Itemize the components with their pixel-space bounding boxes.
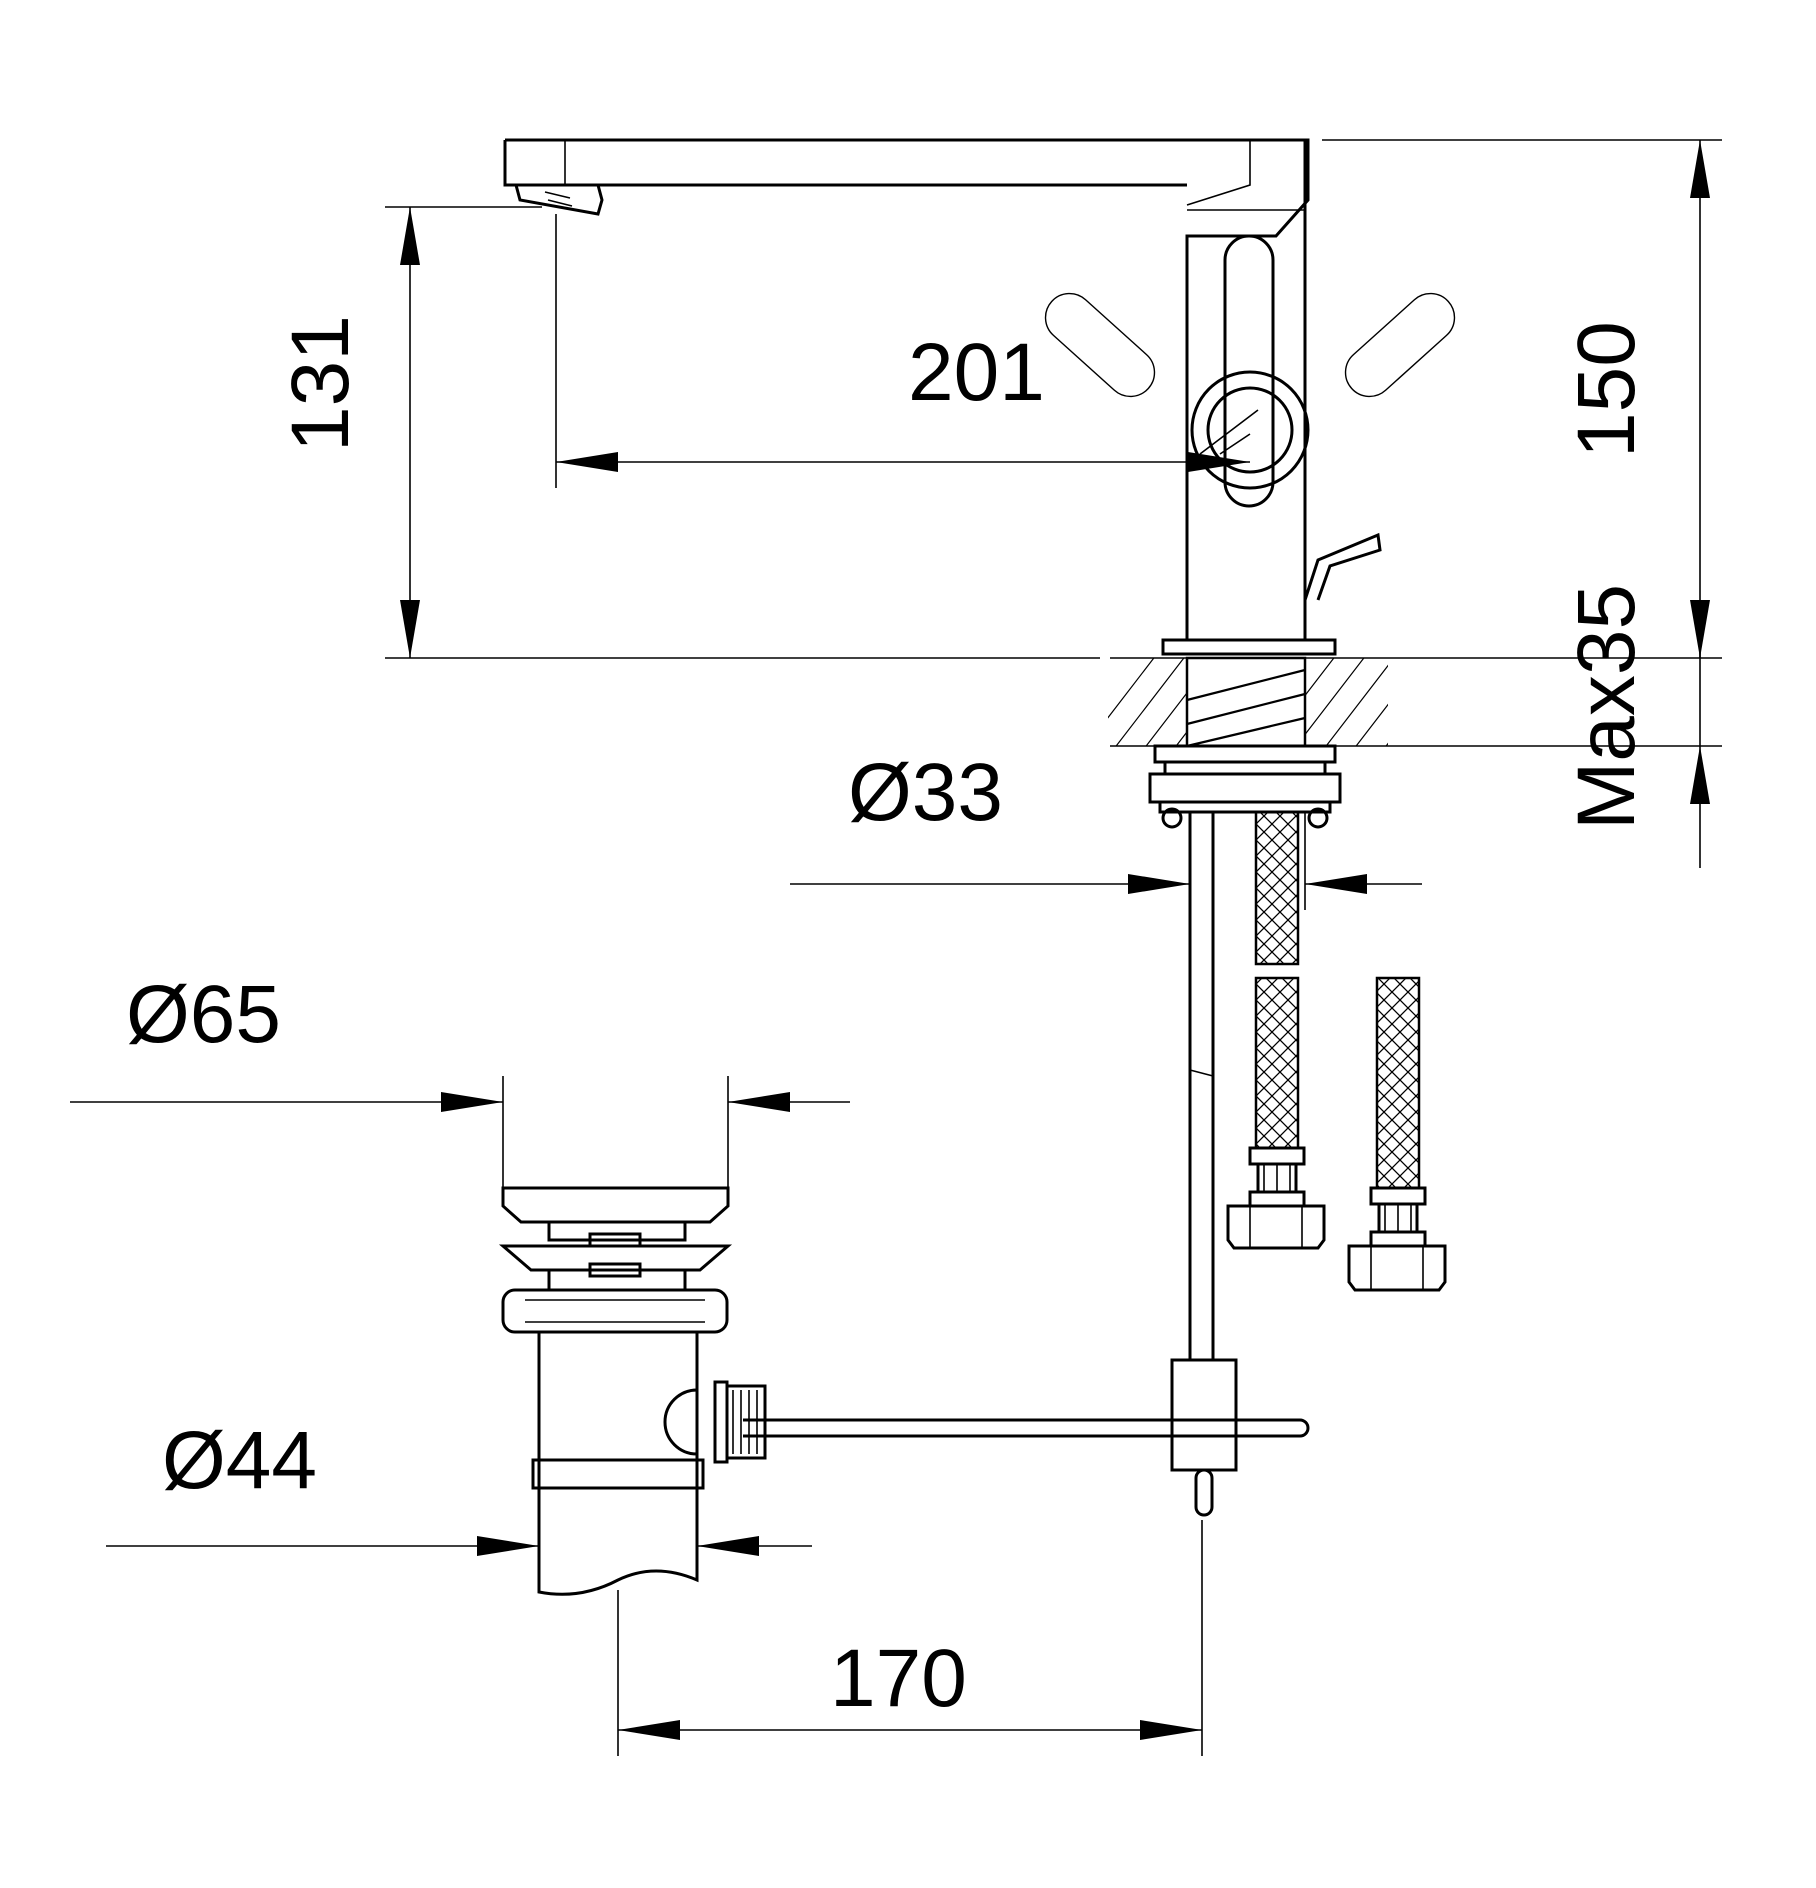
- spout-height-label: 131: [275, 315, 366, 452]
- faucet-body: [503, 138, 1456, 656]
- dimension-spout-height: 131: [275, 206, 1100, 659]
- dimension-waste-top-diameter: Ø65: [70, 969, 850, 1188]
- dimension-total-height: 150: [1322, 139, 1722, 658]
- supply-hose-left: [1226, 810, 1326, 1250]
- popup-waste: [498, 1186, 767, 1596]
- dimension-waste-pipe-diameter: Ø44: [106, 1415, 812, 1556]
- countertop-section: [1108, 656, 1390, 748]
- waste-offset-label: 170: [830, 1633, 967, 1724]
- spout-reach-label: 201: [908, 327, 1045, 418]
- dimension-max-deck-thickness: Max35: [1390, 584, 1722, 868]
- waste-pipe-diameter-label: Ø44: [162, 1415, 317, 1506]
- dimension-waste-offset: 170: [617, 1520, 1203, 1756]
- total-height-label: 150: [1561, 321, 1652, 458]
- body-diameter-label: Ø33: [848, 747, 1003, 838]
- mounting-nut: [1148, 744, 1342, 829]
- waste-top-diameter-label: Ø65: [126, 969, 281, 1060]
- max-deck-thickness-label: Max35: [1561, 584, 1652, 830]
- supply-hose-right: [1347, 976, 1447, 1292]
- dimension-body-diameter: Ø33: [790, 747, 1422, 910]
- popup-rod: [743, 812, 1310, 1517]
- dimension-spout-reach: 201: [555, 214, 1250, 488]
